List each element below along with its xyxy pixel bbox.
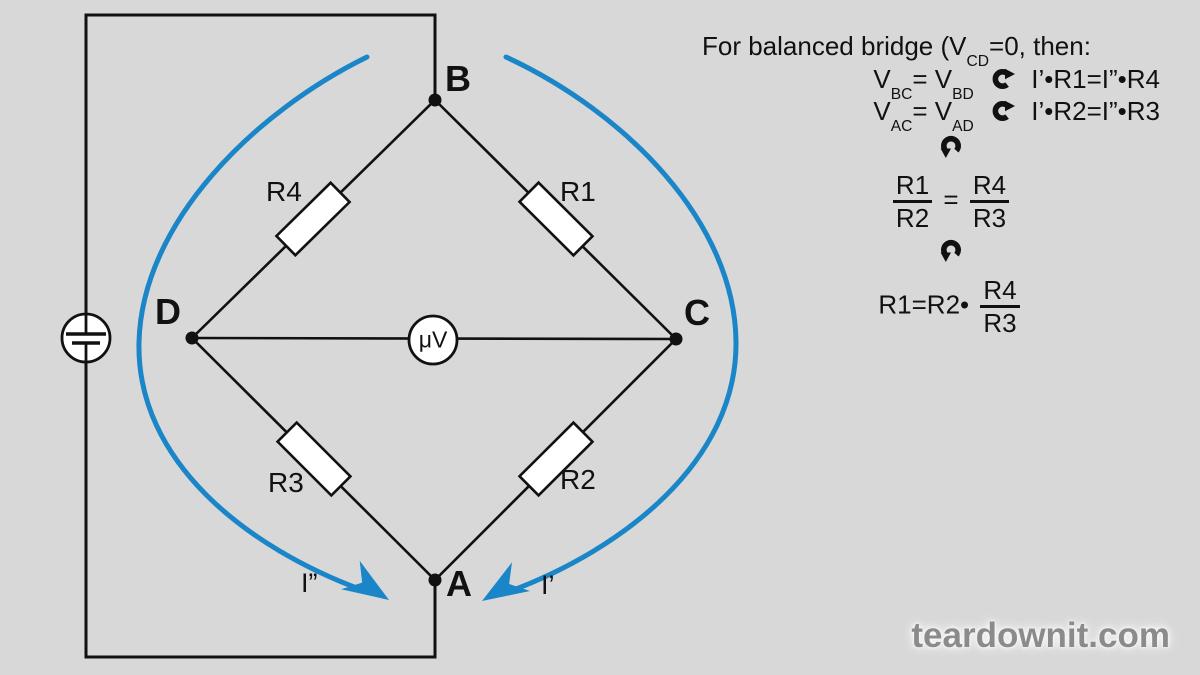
current-label-i1: I’	[541, 570, 555, 600]
fraction-denominator: R3	[972, 203, 1007, 234]
node-b-dot	[428, 93, 442, 107]
current-path-right-arrow	[482, 54, 739, 601]
fraction-r4-r3: R4 R3	[969, 171, 1010, 234]
current-path-left-arrow	[136, 54, 389, 600]
node-label-a: A	[446, 563, 473, 604]
eq2-sub1: BC	[890, 85, 913, 103]
eq2-v: V	[873, 63, 891, 94]
resistor-label-r3: R3	[268, 467, 304, 498]
result-equation: R1=R2• R4 R3	[690, 276, 1160, 337]
eq2-rhs: I’•R1=I”•R4	[1031, 63, 1160, 94]
resistor-label-r1: R1	[560, 176, 596, 207]
fraction-numerator: R4	[980, 276, 1020, 308]
eq-title-pre: For balanced bridge (V	[702, 31, 967, 61]
fraction-r4-r3: R4 R3	[980, 276, 1020, 338]
wire-top-loop	[84, 13, 437, 314]
microvoltmeter-icon	[407, 314, 459, 366]
resistor-r3-icon	[275, 420, 353, 498]
implies-arrow-icon	[992, 100, 1016, 122]
eq3-v: V	[873, 96, 891, 126]
resistor-label-r4: R4	[266, 176, 302, 207]
fraction-denominator: R3	[983, 307, 1017, 338]
eq-title-sub: CD	[966, 53, 990, 71]
eq3-rhs: I’•R2=I”•R3	[1031, 96, 1160, 126]
fraction-numerator: R1	[892, 171, 933, 204]
implies-down-row	[690, 236, 1160, 270]
equals-sign: =	[943, 184, 959, 215]
dc-source-icon	[60, 312, 112, 364]
node-d-dot	[185, 331, 199, 345]
equation-line-vbc: VBC= VBD I’•R1=I”•R4	[690, 63, 1160, 102]
fraction-r1-r2: R1 R2	[892, 171, 933, 234]
meter-label: μV	[418, 326, 448, 353]
watermark: teardownit.com	[911, 616, 1170, 655]
eq2-mid: = V	[912, 63, 953, 94]
implies-arrow-icon	[992, 68, 1016, 89]
equation-title: For balanced bridge (VCD=0, then:	[690, 30, 1160, 69]
fraction-numerator: R4	[969, 171, 1010, 204]
ratio-equation: R1 R2 = R4 R3	[690, 171, 1160, 232]
eq-title-post: =0, then:	[989, 31, 1091, 61]
resistor-r1-icon	[517, 180, 595, 258]
equation-line-vac: VAC= VAD I’•R2=I”•R3	[690, 95, 1160, 134]
equations-block: For balanced bridge (VCD=0, then: VBC= V…	[690, 30, 1160, 339]
wire-bottom-loop	[84, 362, 437, 659]
eq3-sub2: AD	[952, 118, 974, 136]
node-label-d: D	[155, 291, 182, 332]
resistor-r2-icon	[517, 420, 595, 498]
node-a-dot	[428, 573, 442, 587]
implies-down-arrow-icon	[940, 135, 961, 158]
resistor-r4-icon	[274, 180, 352, 258]
node-label-c: C	[684, 292, 711, 333]
eq2-sub2: BD	[952, 85, 974, 103]
implies-down-arrow-icon	[940, 240, 961, 263]
result-lhs: R1=R2•	[878, 289, 970, 320]
node-c-dot	[669, 332, 683, 346]
node-label-b: B	[445, 58, 472, 99]
eq3-sub1: AC	[890, 118, 913, 136]
eq3-mid: = V	[912, 96, 953, 126]
resistor-label-r2: R2	[560, 464, 596, 495]
fraction-denominator: R2	[895, 203, 930, 234]
current-label-i2: I”	[301, 568, 318, 598]
implies-down-row	[690, 132, 1160, 166]
